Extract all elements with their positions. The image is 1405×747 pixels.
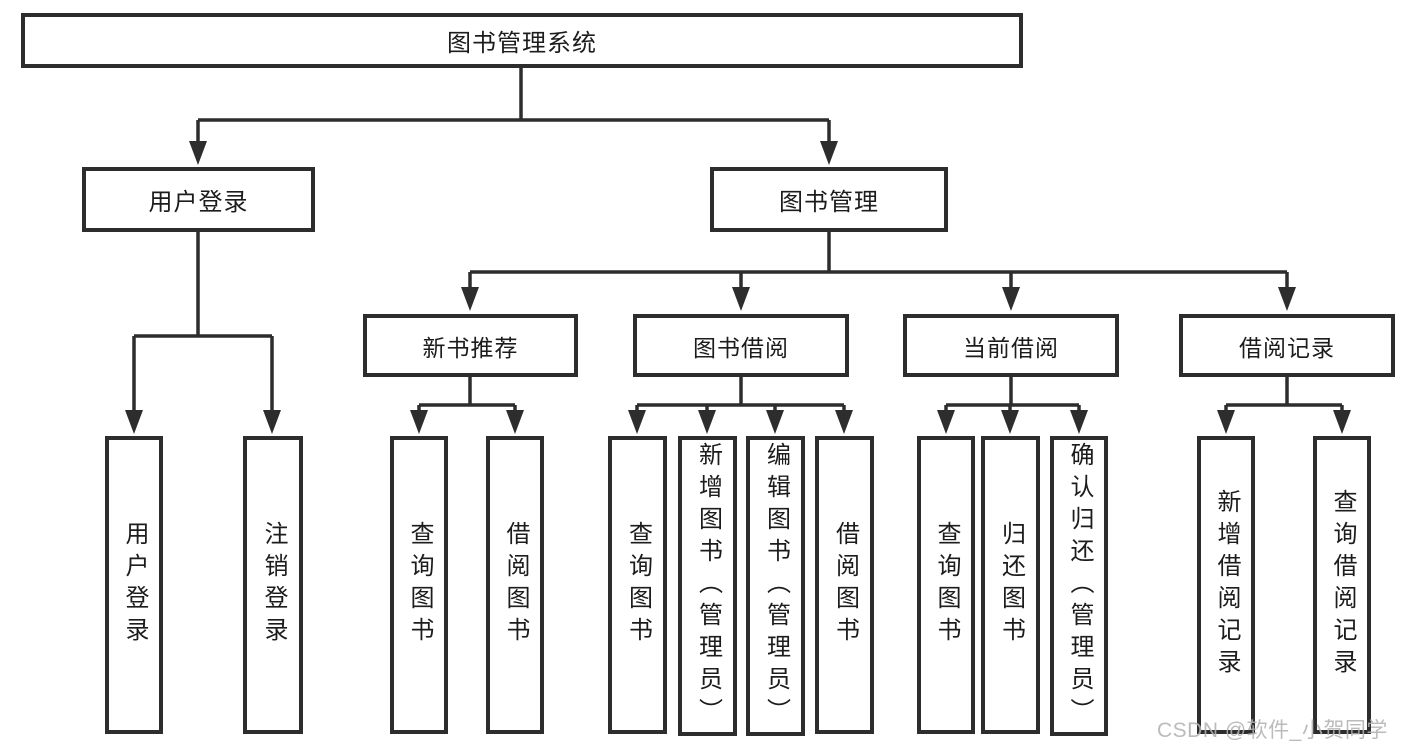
node-current-borrowing-label: 当前借阅 — [963, 334, 1059, 361]
leaf-query-borrow-record: 查询借阅记录 — [1313, 436, 1371, 734]
leaf-query-books-borrow-label: 查询图书 — [624, 521, 652, 649]
node-user-login-label: 用户登录 — [148, 189, 249, 216]
leaf-query-books-current-label: 查询图书 — [933, 521, 960, 649]
leaf-user-login-label: 用户登录 — [121, 521, 148, 649]
leaf-query-books-current: 查询图书 — [917, 436, 975, 734]
leaf-return-books-label: 归还图书 — [997, 521, 1025, 649]
leaf-borrow-books: 借阅图书 — [815, 436, 874, 734]
leaf-edit-books-admin-label: 编辑图书（管理员） — [762, 442, 790, 730]
node-user-login: 用户登录 — [82, 167, 315, 232]
node-system-root-label: 图书管理系统 — [447, 30, 597, 57]
leaf-logout: 注销登录 — [243, 436, 303, 734]
node-book-management: 图书管理 — [710, 167, 948, 232]
leaf-query-books-recommend: 查询图书 — [390, 436, 448, 734]
node-new-book-recommend-label: 新书推荐 — [422, 334, 519, 361]
leaf-edit-books-admin: 编辑图书（管理员） — [746, 436, 805, 736]
leaf-add-books-admin-label: 新增图书（管理员） — [694, 442, 722, 730]
csdn-watermark: CSDN @软件_小贺同学 — [1157, 719, 1388, 742]
leaf-confirm-return-admin: 确认归还（管理员） — [1050, 436, 1108, 736]
leaf-query-borrow-record-label: 查询借阅记录 — [1329, 489, 1356, 681]
leaf-borrow-books-recommend: 借阅图书 — [486, 436, 544, 734]
node-borrow-records: 借阅记录 — [1179, 314, 1395, 377]
leaf-logout-label: 注销登录 — [260, 521, 287, 649]
node-book-borrowing: 图书借阅 — [633, 314, 849, 377]
leaf-user-login: 用户登录 — [105, 436, 163, 734]
node-book-borrowing-label: 图书借阅 — [693, 334, 789, 361]
node-book-management-label: 图书管理 — [779, 189, 879, 216]
node-system-root: 图书管理系统 — [21, 13, 1023, 68]
leaf-query-books-recommend-label: 查询图书 — [406, 521, 433, 649]
leaf-query-books-borrow: 查询图书 — [608, 436, 667, 734]
leaf-add-books-admin: 新增图书（管理员） — [678, 436, 737, 736]
leaf-borrow-books-label: 借阅图书 — [831, 521, 859, 649]
node-current-borrowing: 当前借阅 — [903, 314, 1119, 377]
leaf-return-books: 归还图书 — [981, 436, 1040, 734]
leaf-confirm-return-admin-label: 确认归还（管理员） — [1066, 442, 1093, 730]
leaf-add-borrow-record-label: 新增借阅记录 — [1213, 489, 1240, 681]
node-new-book-recommend: 新书推荐 — [363, 314, 578, 377]
leaf-borrow-books-recommend-label: 借阅图书 — [502, 521, 529, 649]
leaf-add-borrow-record: 新增借阅记录 — [1197, 436, 1255, 734]
node-borrow-records-label: 借阅记录 — [1239, 334, 1335, 361]
